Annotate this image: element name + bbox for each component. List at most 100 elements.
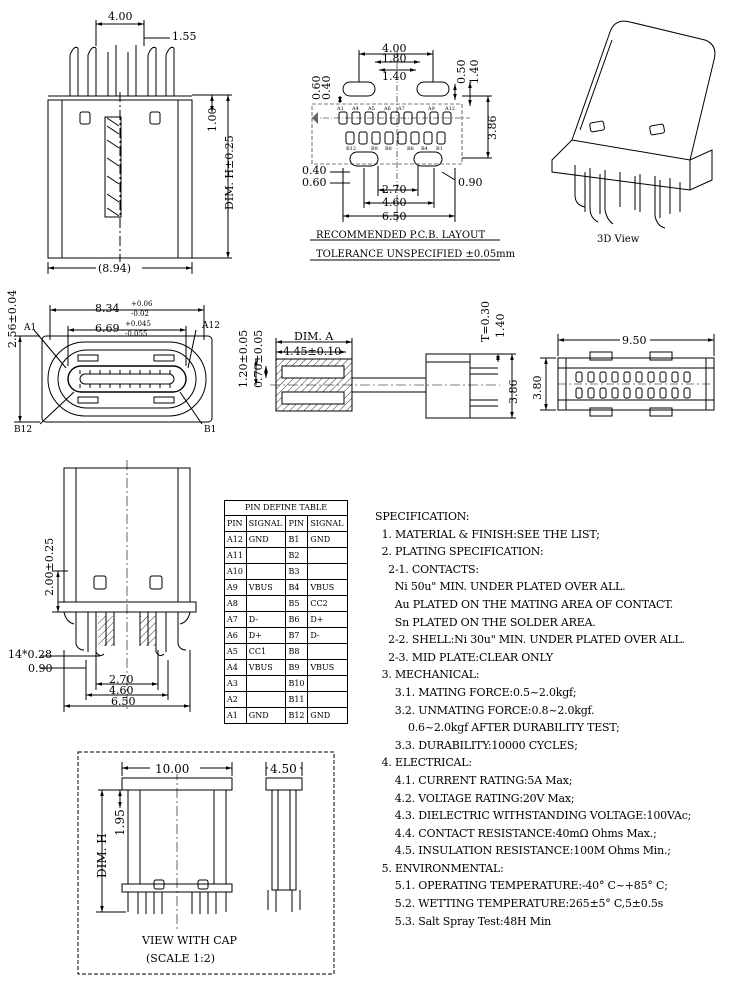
- mid-side-d5: 3.86: [507, 380, 520, 405]
- pin-cell: B1: [285, 531, 309, 548]
- pin-cell: B12: [285, 707, 309, 724]
- pcb-dimension: 0.60: [302, 176, 327, 189]
- spec-line: 3. MECHANICAL:: [375, 668, 480, 682]
- pcb-dimension: 0.90: [458, 176, 483, 189]
- signal-cell: [307, 547, 348, 564]
- signal-cell: [245, 595, 287, 612]
- spec-line: Sn PLATED ON THE SOLDER AREA.: [375, 615, 596, 629]
- lower-left-d6: 6.50: [111, 695, 136, 708]
- spec-line: SPECIFICATION:: [375, 510, 470, 523]
- signal-cell: D+: [245, 627, 287, 644]
- header-signal: SIGNAL: [307, 515, 348, 532]
- label-b1: B1: [204, 425, 216, 435]
- mid-front-d2-up: +0.045: [125, 320, 151, 328]
- signal-cell: D+: [307, 611, 348, 628]
- pcb-dimension: 4.00: [382, 42, 407, 55]
- mid-side-view: [254, 338, 516, 419]
- label-b12: B12: [14, 425, 32, 435]
- spec-line: 0.6~2.0kgf AFTER DURABILITY TEST;: [375, 721, 620, 735]
- pcb-pin-label: B4: [421, 146, 428, 152]
- pcb-dimension: 0.60: [310, 76, 323, 101]
- pin-cell: B11: [285, 691, 309, 708]
- lower-left-d3: 0.90: [28, 662, 53, 675]
- pcb-pin-label: B6: [407, 146, 414, 152]
- label-a12: A12: [201, 321, 220, 331]
- spec-line: 3.1. MATING FORCE:0.5~2.0kgf;: [375, 685, 577, 699]
- pin-cell: A9: [224, 579, 247, 596]
- signal-cell: [307, 691, 348, 708]
- pcb-pin-label: A12: [444, 106, 455, 112]
- lower-left-d4: 2.70: [109, 673, 134, 686]
- pcb-pin-label: A5: [367, 106, 375, 112]
- 3d-view: [551, 20, 716, 229]
- pcb-pin-label: A4: [351, 106, 359, 112]
- cap-caption-1: VIEW WITH CAP: [141, 934, 238, 947]
- spec-line: 4. ELECTRICAL:: [375, 756, 473, 770]
- cap-caption-2: (SCALE 1:2): [146, 952, 215, 965]
- mid-front-d1-dn: -0.02: [131, 310, 149, 318]
- mid-side-dim-a: DIM. A: [294, 330, 334, 343]
- mid-top-d1: 9.50: [622, 334, 647, 347]
- cap-view: [77, 751, 335, 975]
- pcb-pin-label: A7: [397, 106, 405, 112]
- pcb-dimension: 0.40: [320, 76, 333, 101]
- pin-cell: B2: [285, 547, 309, 564]
- dim-8-94: (8.94): [98, 262, 131, 275]
- pin-cell: A3: [224, 675, 247, 692]
- pcb-dimension: 1.40: [382, 70, 407, 83]
- pin-cell: A8: [224, 595, 247, 612]
- signal-cell: [245, 691, 287, 708]
- pcb-pin-label: B12: [346, 146, 356, 152]
- lower-left-d5: 4.60: [109, 684, 134, 697]
- spec-line: 4.2. VOLTAGE RATING:20V Max;: [375, 791, 575, 805]
- pin-cell: A7: [224, 611, 247, 628]
- mid-top-d2: 3.80: [531, 376, 544, 401]
- pin-cell: A1: [224, 707, 247, 724]
- pin-cell: A6: [224, 627, 247, 644]
- pcb-dimension: 0.40: [302, 164, 327, 177]
- pcb-pin-label: B9: [371, 146, 378, 152]
- signal-cell: [245, 675, 287, 692]
- pcb-title: RECOMMENDED P.C.B. LAYOUT: [316, 230, 485, 241]
- spec-line: Ni 50u" MIN. UNDER PLATED OVER ALL.: [375, 580, 626, 594]
- mid-front-d3: 2.56±0.04: [6, 290, 19, 348]
- spec-line: Au PLATED ON THE MATING AREA OF CONTACT.: [375, 597, 674, 611]
- pcb-dimension: 2.70: [382, 183, 407, 196]
- top-front-view: [47, 20, 232, 274]
- lower-left-d1: 2.00±0.25: [43, 538, 56, 596]
- 3d-view-label: 3D View: [597, 234, 640, 245]
- spec-line: 1. MATERIAL & FINISH:SEE THE LIST;: [375, 527, 600, 541]
- label-a1: A1: [23, 323, 36, 333]
- pin-cell: B10: [285, 675, 309, 692]
- dim-4-00: 4.00: [108, 10, 133, 23]
- pcb-dimension: 1.40: [468, 60, 481, 85]
- signal-cell: GND: [245, 531, 287, 548]
- pin-cell: B6: [285, 611, 309, 628]
- lower-left-d2: 14*0.28: [8, 648, 52, 661]
- spec-line: 4.4. CONTACT RESISTANCE:40mΩ Ohms Max.;: [375, 826, 657, 840]
- pin-table-header: PIN SIGNAL PIN SIGNAL: [224, 515, 348, 532]
- spec-line: 5. ENVIRONMENTAL:: [375, 861, 504, 875]
- signal-cell: VBUS: [307, 659, 348, 676]
- spec-line: 5.3. Salt Spray Test:48H Min: [375, 914, 552, 928]
- pcb-tolerance: TOLERANCE UNSPECIFIED ±0.05mm: [316, 249, 516, 260]
- signal-cell: D-: [245, 611, 287, 628]
- lower-left-view: [40, 460, 197, 712]
- pin-cell: A5: [224, 643, 247, 660]
- cap-d3: 1.95: [113, 809, 127, 836]
- signal-cell: CC2: [307, 595, 348, 612]
- mid-front-d1-up: +0.06: [131, 300, 153, 308]
- dim-1-55: 1.55: [172, 30, 197, 43]
- pcb-dimension: 0.50: [455, 60, 468, 85]
- mid-front-d1: 8.34: [95, 302, 120, 315]
- pin-cell: B9: [285, 659, 309, 676]
- pin-cell: A10: [224, 563, 247, 580]
- header-pin: PIN: [285, 515, 309, 532]
- cap-d2: 4.50: [270, 762, 297, 776]
